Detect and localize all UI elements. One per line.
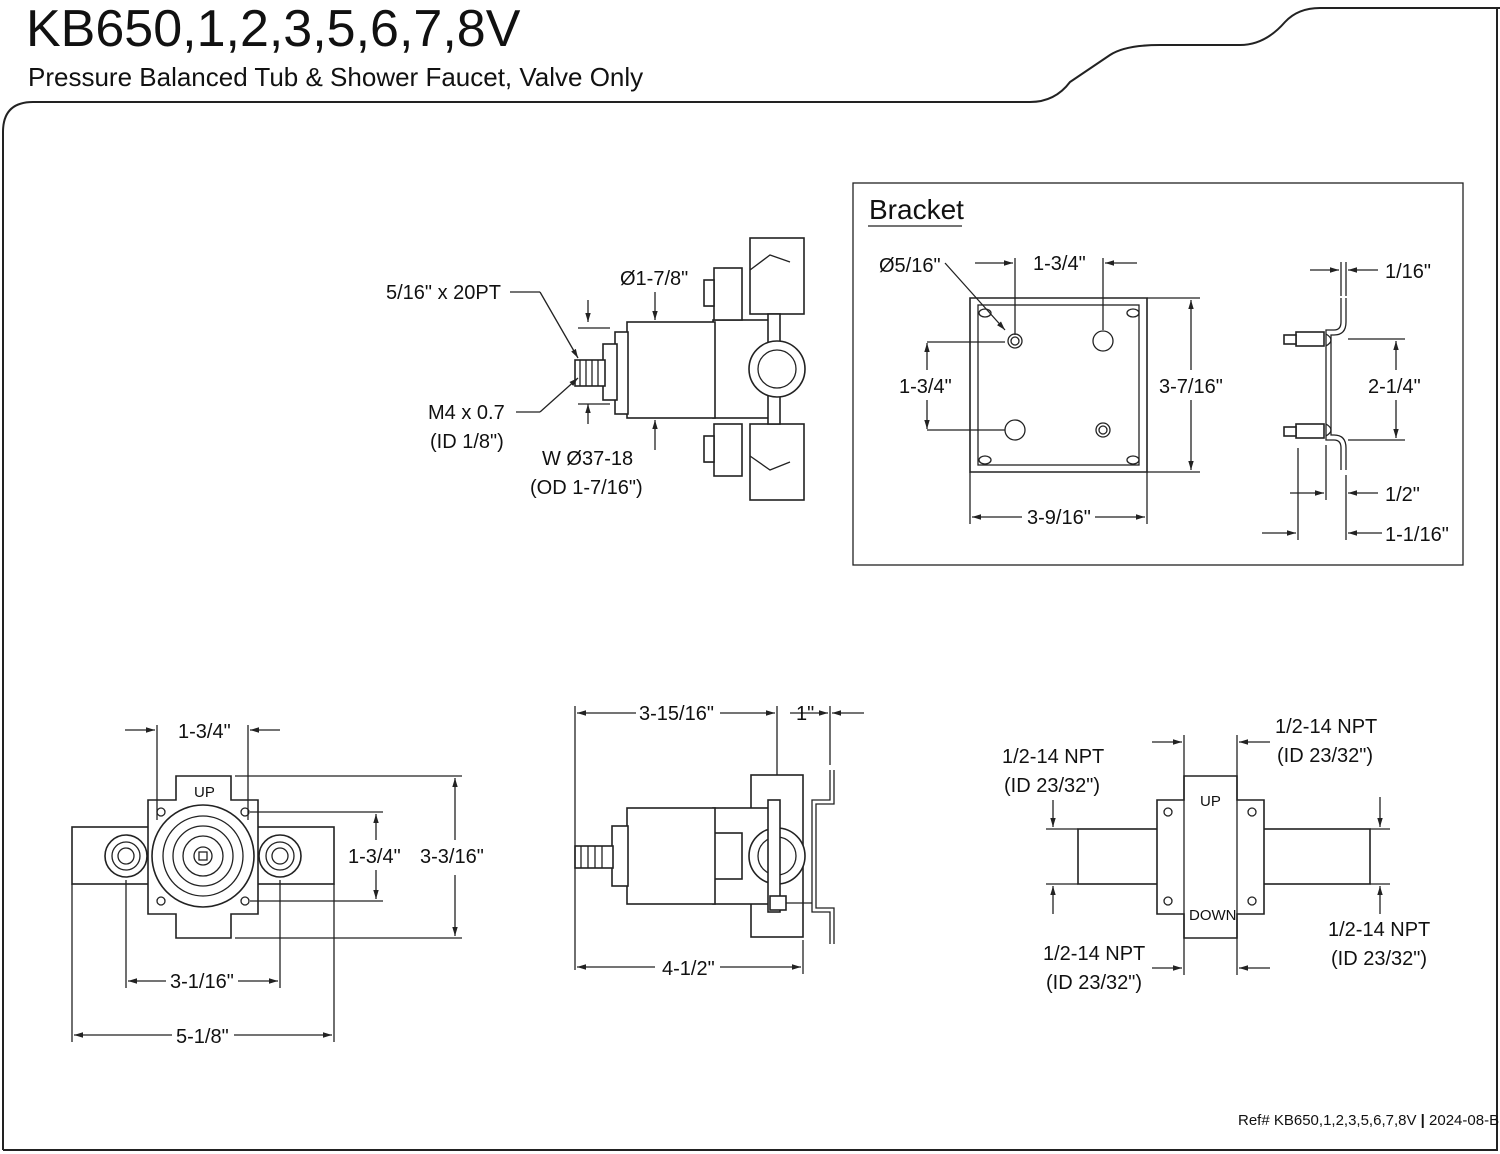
screw-label: M4 x 0.7 <box>428 402 505 424</box>
side-view-drawing <box>574 237 806 501</box>
bonnet-thread-label: W Ø37-18 <box>542 448 633 470</box>
footer-separator: | <box>1421 1112 1425 1129</box>
profile-view-dimensions <box>574 706 864 974</box>
page-frame <box>2 7 1500 1151</box>
front-overall-width-label: 5-1/8" <box>176 1026 229 1048</box>
front-height-label: 3-3/16" <box>420 846 484 868</box>
product-description: Pressure Balanced Tub & Shower Faucet, V… <box>28 62 643 92</box>
ports-left-port-id-label: (ID 23/32") <box>1004 775 1100 797</box>
bracket-hole-spacing-h-label: 1-3/4" <box>1033 253 1086 275</box>
bracket-panel <box>852 182 1464 566</box>
ports-left-port-label: 1/2-14 NPT <box>1002 746 1104 768</box>
bracket-hole-spacing-v-label: 1-3/4" <box>899 376 952 398</box>
footer-reference: Ref# KB650,1,2,3,5,6,7,8V | 2024-08-B <box>1238 1112 1499 1129</box>
bracket-thickness-label: 1/16" <box>1385 261 1431 283</box>
bonnet-od-label: (OD 1-7/16") <box>530 477 643 499</box>
bracket-depth-label: 1-1/16" <box>1385 524 1449 546</box>
screw-id-label: (ID 1/8") <box>430 431 504 453</box>
bracket-title: Bracket <box>869 194 964 225</box>
footer-ref-model: KB650,1,2,3,5,6,7,8V <box>1274 1112 1417 1129</box>
front-top-spacing-label: 1-3/4" <box>178 721 231 743</box>
ports-bottom-port-label: 1/2-14 NPT <box>1043 943 1145 965</box>
ports-bottom-port-id-label: (ID 23/32") <box>1046 972 1142 994</box>
bracket-width-label: 3-9/16" <box>1027 507 1091 529</box>
front-view-dimensions <box>71 725 462 1042</box>
side-view-dimensions <box>510 291 658 450</box>
diameter-label: Ø1-7/8" <box>620 268 688 290</box>
footer-revision: 2024-08-B <box>1429 1112 1499 1129</box>
bracket-plate-dimensions <box>924 258 1200 524</box>
ports-down-label: DOWN <box>1189 907 1237 924</box>
ports-view-dimensions <box>1046 735 1390 975</box>
bracket-profile-dimensions <box>1262 262 1405 540</box>
bracket-height-label: 3-7/16" <box>1159 376 1223 398</box>
bracket-hole-diameter-label: Ø5/16" <box>879 255 941 277</box>
bracket-offset-label: 1/2" <box>1385 484 1420 506</box>
ports-up-label: UP <box>1200 793 1221 810</box>
profile-view-drawing <box>574 770 835 944</box>
profile-projection-label: 3-15/16" <box>639 703 714 725</box>
ports-view-drawing <box>1077 775 1371 939</box>
front-inlet-spacing-label: 3-1/16" <box>170 971 234 993</box>
front-view-drawing <box>71 775 335 939</box>
ports-right-port-id-label: (ID 23/32") <box>1331 948 1427 970</box>
ports-top-port-id-label: (ID 23/32") <box>1277 745 1373 767</box>
stem-thread-label: 5/16" x 20PT <box>386 282 501 304</box>
model-title: KB650,1,2,3,5,6,7,8V <box>26 0 521 58</box>
front-view-up-label: UP <box>194 784 215 801</box>
bracket-mount-spacing-label: 2-1/4" <box>1368 376 1421 398</box>
front-side-spacing-label: 1-3/4" <box>348 846 401 868</box>
bracket-profile-drawing <box>1283 298 1347 470</box>
ports-top-port-label: 1/2-14 NPT <box>1275 716 1377 738</box>
footer-ref-label: Ref# <box>1238 1112 1270 1129</box>
profile-overall-depth-label: 4-1/2" <box>662 958 715 980</box>
bracket-plate-drawing <box>969 297 1148 473</box>
profile-bracket-depth-label: 1" <box>796 703 814 725</box>
ports-right-port-label: 1/2-14 NPT <box>1328 919 1430 941</box>
